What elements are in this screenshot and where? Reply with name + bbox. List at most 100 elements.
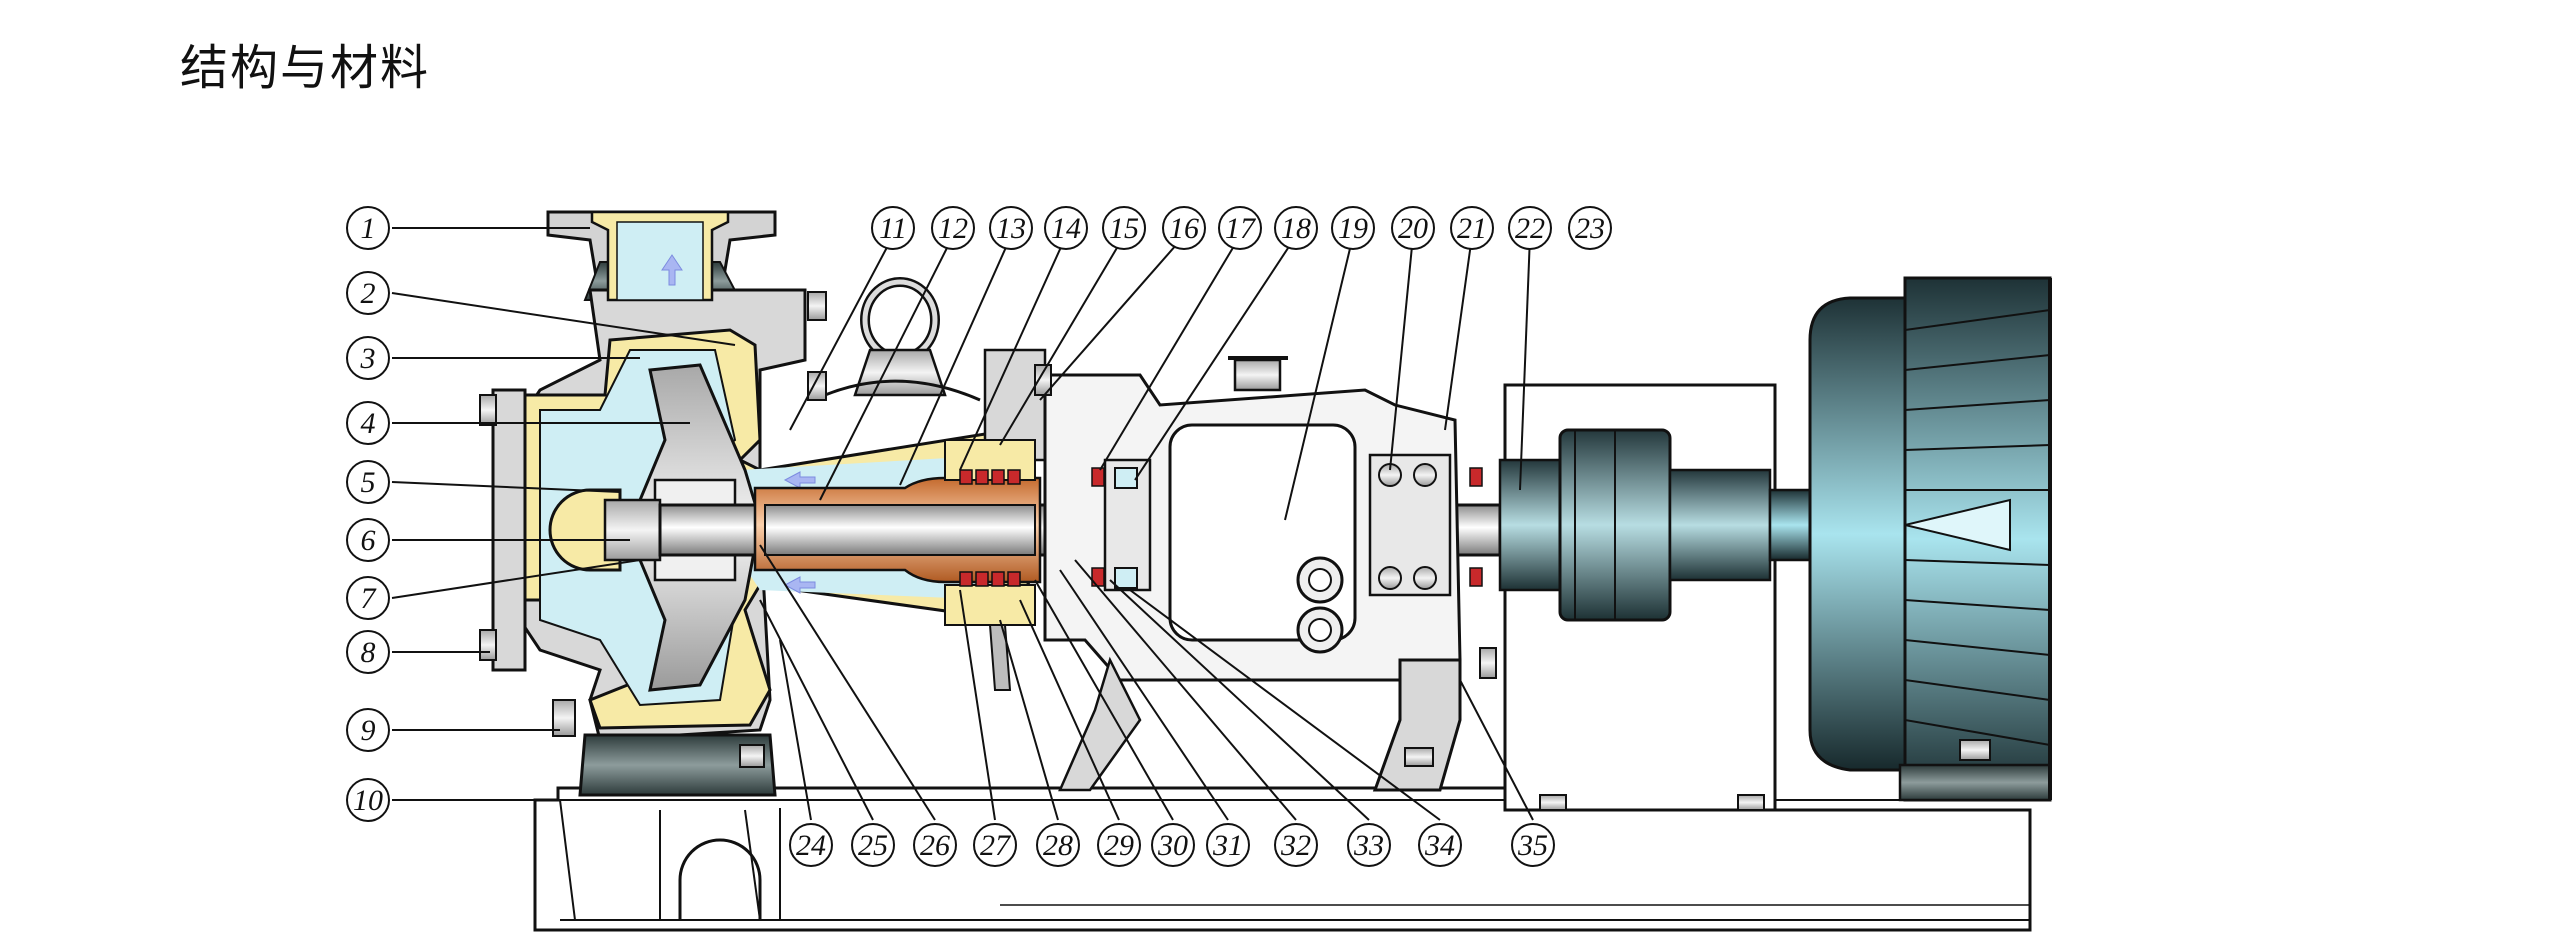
callout-16: 16 bbox=[1162, 206, 1206, 250]
callout-circle bbox=[346, 778, 390, 822]
callout-12: 12 bbox=[931, 206, 975, 250]
callout-number: 20 bbox=[1398, 212, 1428, 245]
callout-30: 30 bbox=[1151, 823, 1195, 867]
callout-circle bbox=[1511, 823, 1555, 867]
callout-32: 32 bbox=[1274, 823, 1318, 867]
callout-circle bbox=[346, 576, 390, 620]
callout-number: 25 bbox=[858, 829, 888, 862]
callout-28: 28 bbox=[1036, 823, 1080, 867]
callout-20: 20 bbox=[1391, 206, 1435, 250]
callout-number: 22 bbox=[1515, 212, 1545, 245]
impeller-nut bbox=[548, 488, 662, 572]
callout-number: 3 bbox=[360, 342, 376, 375]
callout-circle bbox=[346, 460, 390, 504]
callout-circle bbox=[1162, 206, 1206, 250]
callout-circle bbox=[1347, 823, 1391, 867]
callout-circle bbox=[789, 823, 833, 867]
callout-number: 1 bbox=[361, 212, 376, 245]
callout-number: 32 bbox=[1280, 829, 1311, 862]
callout-number: 24 bbox=[796, 829, 826, 862]
callout-circle bbox=[989, 206, 1033, 250]
callout-circle bbox=[851, 823, 895, 867]
callout-22: 22 bbox=[1508, 206, 1552, 250]
callout-23: 23 bbox=[1568, 206, 1612, 250]
callout-8: 8 bbox=[346, 630, 390, 674]
callout-35: 35 bbox=[1511, 823, 1555, 867]
callout-number: 7 bbox=[361, 582, 378, 615]
callout-number: 14 bbox=[1051, 212, 1081, 245]
callout-15: 15 bbox=[1102, 206, 1146, 250]
callout-13: 13 bbox=[989, 206, 1033, 250]
lifting-eye-icon bbox=[824, 277, 981, 402]
callout-number: 15 bbox=[1109, 212, 1139, 245]
callout-3: 3 bbox=[346, 336, 390, 380]
callout-circle bbox=[1418, 823, 1462, 867]
callout-circle bbox=[931, 206, 975, 250]
callout-2: 2 bbox=[346, 271, 390, 315]
callout-number: 26 bbox=[920, 829, 950, 862]
callout-10: 10 bbox=[346, 778, 390, 822]
callout-24: 24 bbox=[789, 823, 833, 867]
callout-circle bbox=[1097, 823, 1141, 867]
callout-circle bbox=[346, 518, 390, 562]
callout-circle bbox=[1102, 206, 1146, 250]
callout-number: 33 bbox=[1353, 829, 1384, 862]
coupling bbox=[1498, 383, 1777, 812]
callout-number: 35 bbox=[1517, 829, 1548, 862]
callout-number: 23 bbox=[1575, 212, 1605, 245]
callout-number: 27 bbox=[980, 829, 1012, 862]
callout-circle bbox=[346, 336, 390, 380]
callout-number: 18 bbox=[1281, 212, 1311, 245]
callout-circle bbox=[346, 630, 390, 674]
callout-circle bbox=[1151, 823, 1195, 867]
callout-17: 17 bbox=[1218, 206, 1262, 250]
callout-circle bbox=[1036, 823, 1080, 867]
callout-9: 9 bbox=[346, 708, 390, 752]
callout-number: 10 bbox=[353, 784, 383, 817]
page-title: 结构与材料 bbox=[180, 40, 431, 96]
callout-circle bbox=[1508, 206, 1552, 250]
callout-11: 11 bbox=[871, 206, 915, 250]
callout-circle bbox=[973, 823, 1017, 867]
callout-21: 21 bbox=[1450, 206, 1494, 250]
callout-26: 26 bbox=[913, 823, 957, 867]
callout-18: 18 bbox=[1274, 206, 1318, 250]
callout-circle bbox=[346, 206, 390, 250]
callout-circle bbox=[346, 271, 390, 315]
callout-number: 19 bbox=[1338, 212, 1368, 245]
callout-circle bbox=[1206, 823, 1250, 867]
callout-circle bbox=[1391, 206, 1435, 250]
callout-circle bbox=[913, 823, 957, 867]
callout-circle bbox=[1331, 206, 1375, 250]
callout-number: 11 bbox=[879, 212, 907, 245]
callout-6: 6 bbox=[346, 518, 390, 562]
callout-7: 7 bbox=[346, 576, 390, 620]
callout-number: 17 bbox=[1225, 212, 1257, 245]
bearings bbox=[1091, 453, 1483, 597]
callout-number: 2 bbox=[361, 277, 376, 310]
callout-14: 14 bbox=[1044, 206, 1088, 250]
shaft-sleeve bbox=[753, 476, 1042, 584]
callout-34: 34 bbox=[1418, 823, 1462, 867]
callout-circle bbox=[1450, 206, 1494, 250]
callout-19: 19 bbox=[1331, 206, 1375, 250]
callout-number: 12 bbox=[938, 212, 968, 245]
callout-circle bbox=[1274, 823, 1318, 867]
callout-25: 25 bbox=[851, 823, 895, 867]
callout-number: 29 bbox=[1104, 829, 1134, 862]
callout-number: 28 bbox=[1043, 829, 1073, 862]
callout-1: 1 bbox=[346, 206, 390, 250]
motor bbox=[1768, 276, 2052, 802]
callout-circle bbox=[1274, 206, 1318, 250]
callout-33: 33 bbox=[1347, 823, 1391, 867]
callout-circle bbox=[871, 206, 915, 250]
callout-number: 4 bbox=[361, 407, 376, 440]
callout-27: 27 bbox=[973, 823, 1017, 867]
callout-number: 30 bbox=[1157, 829, 1188, 862]
callout-29: 29 bbox=[1097, 823, 1141, 867]
callout-number: 8 bbox=[361, 636, 376, 669]
callout-5: 5 bbox=[346, 460, 390, 504]
bolt-icon bbox=[479, 291, 1991, 811]
